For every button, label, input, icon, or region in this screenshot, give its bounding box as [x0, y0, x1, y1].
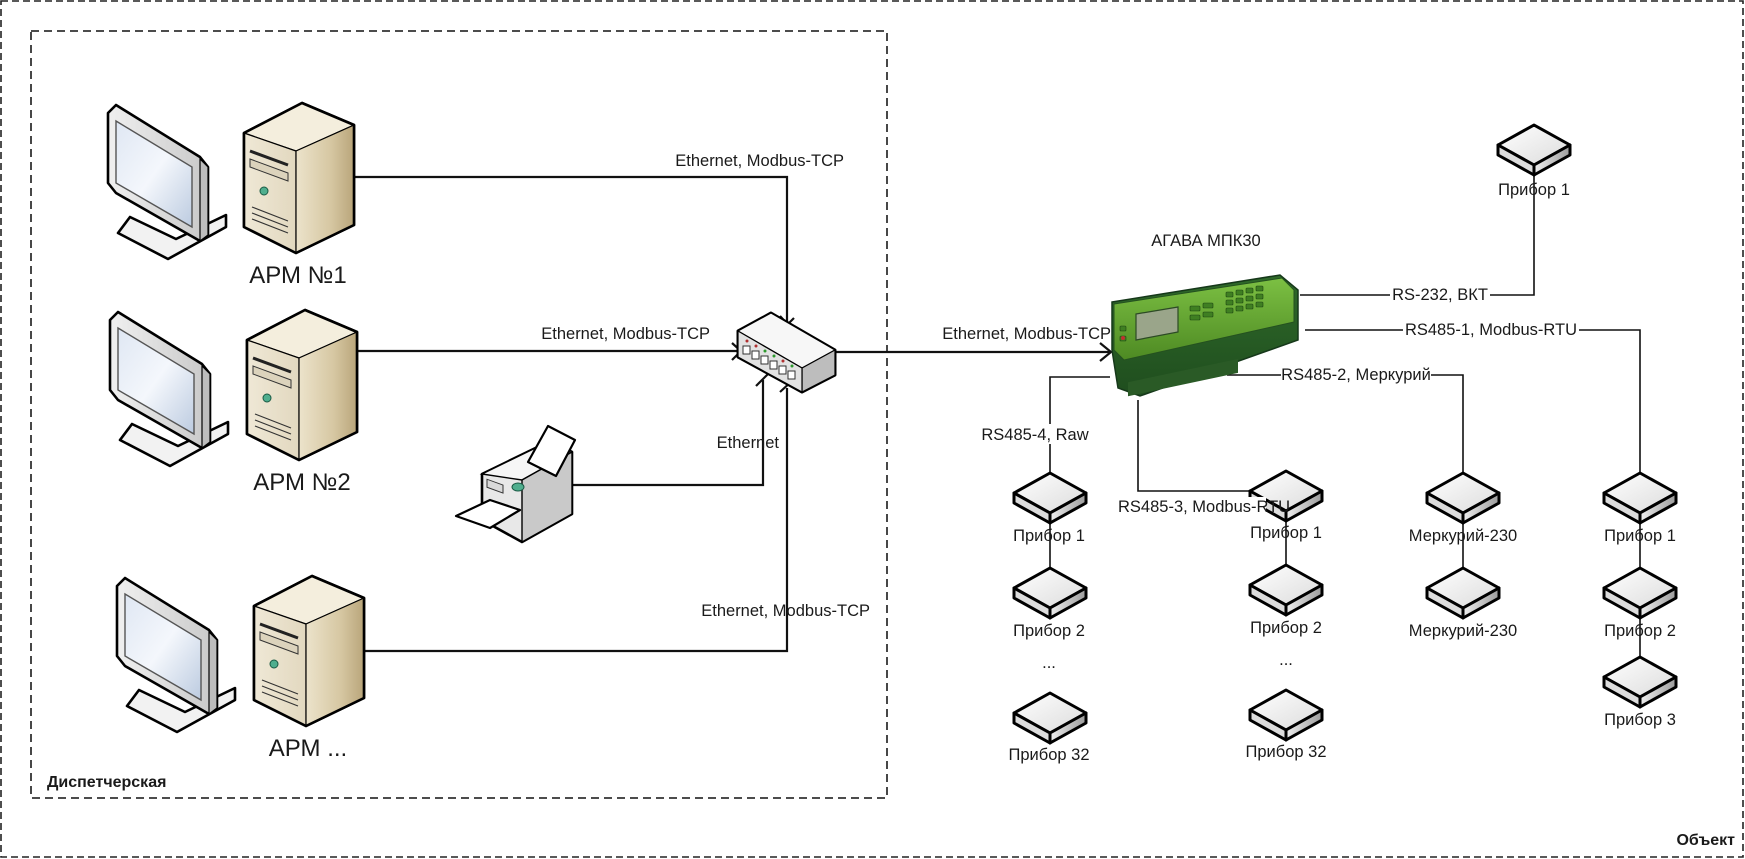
arrow-head-printer [755, 373, 769, 387]
workstation-label: АРМ №2 [253, 469, 351, 496]
object-zone-label: Объект [1676, 832, 1735, 849]
device-label: Меркурий-230 [1409, 622, 1517, 640]
wire-rs485-3 [1137, 400, 1268, 492]
link-label: Ethernet, Modbus-TCP [675, 152, 844, 170]
device-label: Прибор 1 [1013, 527, 1085, 545]
field-device-icon [1602, 471, 1678, 525]
server-tower-icon [242, 101, 356, 255]
device-label: Прибор 2 [1604, 622, 1676, 640]
link-label: Ethernet, Modbus-TCP [701, 602, 870, 620]
field-device-icon [1248, 688, 1324, 742]
field-device-icon [1248, 563, 1324, 617]
field-device-icon [1012, 691, 1088, 745]
wire-printer [570, 380, 765, 487]
field-device-icon [1012, 471, 1088, 525]
monitor-icon [106, 103, 228, 261]
link-label: Ethernet, Modbus-TCP [942, 325, 1111, 343]
bus-label: RS-232, ВКТ [1392, 286, 1488, 304]
bus-label: RS485-2, Меркурий [1281, 366, 1431, 384]
field-device-icon [1602, 566, 1678, 620]
printer-icon [454, 424, 577, 544]
field-device-icon [1496, 123, 1572, 177]
field-device-icon [1602, 655, 1678, 709]
device-label: Прибор 32 [1246, 743, 1327, 761]
device-label: Прибор 2 [1250, 619, 1322, 637]
wire-rs485-2 [1227, 374, 1464, 485]
arrow-head-uplink [1099, 342, 1113, 362]
controller-label: АГАВА МПК30 [1151, 232, 1260, 250]
device-label: Прибор 32 [1009, 746, 1090, 764]
field-device-icon [1425, 471, 1501, 525]
ellipsis-label: ... [1279, 651, 1293, 669]
wire-rs485-4 [1049, 376, 1110, 485]
monitor-icon [108, 310, 230, 468]
bus-label: RS485-4, Raw [981, 426, 1088, 444]
device-label: Прибор 1 [1498, 181, 1570, 199]
device-label: Прибор 1 [1250, 524, 1322, 542]
bus-label: RS485-3, Modbus-RTU [1118, 498, 1290, 516]
dispatch-zone-label: Диспетчерская [47, 774, 166, 791]
field-device-icon [1012, 566, 1088, 620]
controller-device-icon [1111, 274, 1299, 397]
device-label: Прибор 3 [1604, 711, 1676, 729]
monitor-icon [115, 576, 237, 734]
server-tower-icon [252, 574, 366, 728]
link-label: Ethernet [717, 434, 780, 452]
network-switch-icon [736, 311, 837, 394]
workstation-label: АРМ ... [269, 735, 347, 762]
device-label: Прибор 1 [1604, 527, 1676, 545]
dispatch-zone-frame [30, 30, 888, 799]
workstation-label: АРМ №1 [249, 262, 347, 289]
server-tower-icon [245, 308, 359, 462]
device-label: Меркурий-230 [1409, 527, 1517, 545]
link-label: Ethernet, Modbus-TCP [541, 325, 710, 343]
bus-label: RS485-1, Modbus-RTU [1405, 321, 1577, 339]
wire-rs232 [1300, 160, 1535, 296]
device-label: Прибор 2 [1013, 622, 1085, 640]
wire-rs485-1 [1305, 329, 1641, 485]
wire-arm3 [363, 388, 789, 653]
ellipsis-label: ... [1042, 654, 1056, 672]
wire-arm1 [354, 175, 789, 324]
field-device-icon [1425, 566, 1501, 620]
